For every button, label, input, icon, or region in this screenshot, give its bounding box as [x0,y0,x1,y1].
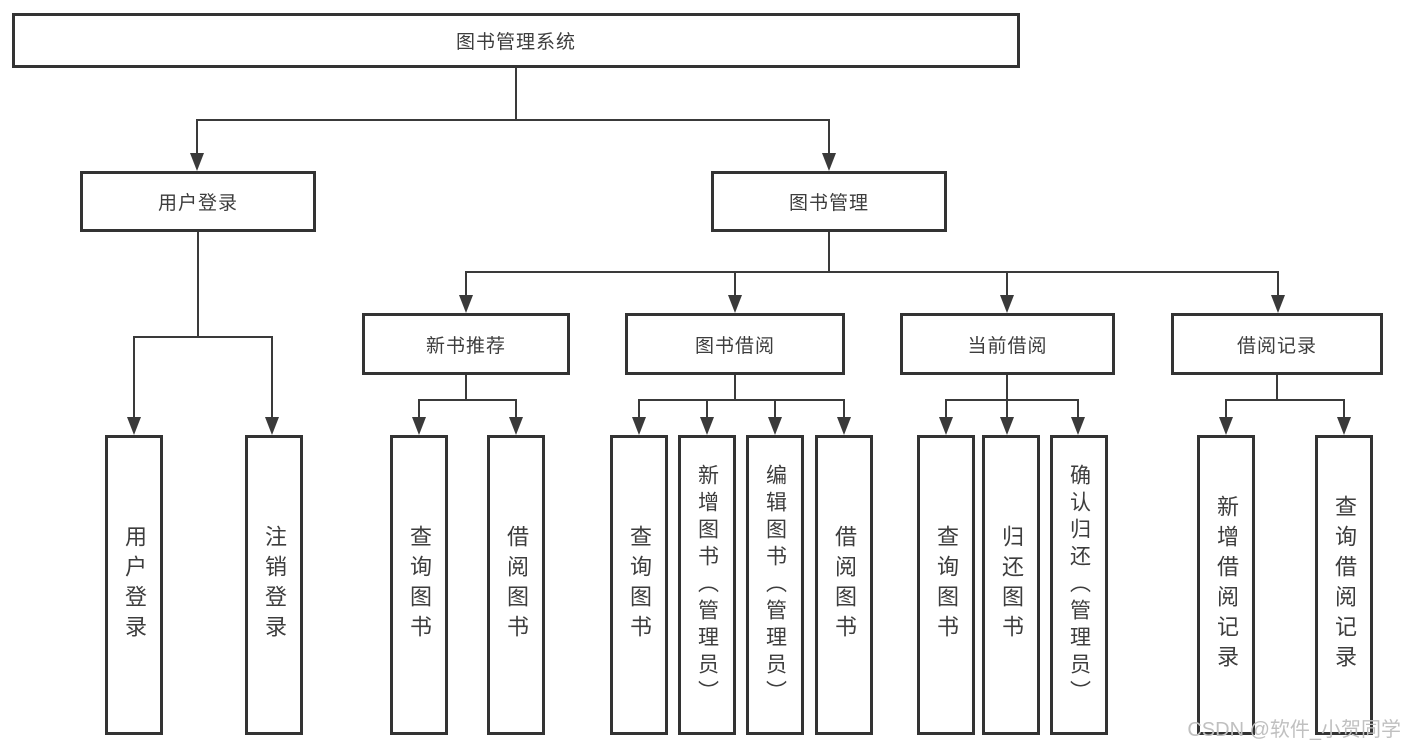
csdn-watermark: CSDN @软件_小贺同学 [1187,719,1401,741]
node-current-borrowing: 当前借阅 [900,313,1115,375]
connector-arrow [1000,295,1014,313]
connector-line [196,119,830,121]
leaf-cb-query-books: 查询图书 [917,435,975,735]
connector-line [1343,399,1345,418]
leaf-bb-borrow-books: 借阅图书 [815,435,873,735]
node-label: 编辑图书（管理员） [763,463,787,707]
connector-line [1225,399,1227,418]
leaf-cb-confirm-return-admin: 确认归还（管理员） [1050,435,1108,735]
connector-line [418,399,517,401]
connector-line [465,271,467,297]
node-label: 用户登录 [122,525,147,645]
connector-line [638,399,640,418]
connector-arrow [1337,417,1351,435]
leaf-logout: 注销登录 [245,435,303,735]
connector-line [418,399,420,418]
connector-line [197,232,199,338]
connector-line [706,399,708,418]
connector-line [271,336,273,418]
connector-arrow [265,417,279,435]
node-label: 借阅记录 [1236,335,1317,357]
node-label: 图书管理 [788,193,869,214]
connector-arrow [939,417,953,435]
node-user-login: 用户登录 [80,171,316,232]
connector-arrow [1071,417,1085,435]
connector-arrow [837,417,851,435]
leaf-user-login: 用户登录 [105,435,163,735]
connector-arrow [1271,295,1285,313]
node-new-book-recommend: 新书推荐 [362,313,570,375]
connector-line [133,336,273,338]
node-borrowing-records: 借阅记录 [1171,313,1383,375]
connector-line [465,271,1279,273]
connector-line [945,399,947,418]
node-label: 当前借阅 [967,335,1048,357]
connector-line [1077,399,1079,418]
connector-line [515,399,517,418]
connector-arrow [822,153,836,171]
node-label: 归还图书 [999,525,1024,645]
node-label: 借阅图书 [832,525,857,645]
node-label: 注销登录 [262,525,287,645]
leaf-nbr-query-books: 查询图书 [390,435,448,735]
node-label: 用户登录 [157,193,238,214]
connector-line [774,399,776,418]
leaf-cb-return-books: 归还图书 [982,435,1040,735]
node-book-borrowing: 图书借阅 [625,313,845,375]
node-book-management: 图书管理 [711,171,947,232]
connector-line [828,119,830,155]
connector-line [465,375,467,401]
connector-line [945,399,1079,401]
connector-line [638,399,845,401]
connector-line [843,399,845,418]
connector-line [828,232,830,272]
connector-line [1006,399,1008,418]
connector-arrow [632,417,646,435]
leaf-br-add-record: 新增借阅记录 [1197,435,1255,735]
leaf-br-query-record: 查询借阅记录 [1315,435,1373,735]
connector-line [1276,375,1278,401]
node-label: 查询借阅记录 [1332,495,1357,675]
connector-arrow [1219,417,1233,435]
connector-line [133,336,135,418]
connector-line [1006,375,1008,401]
node-label: 新增图书（管理员） [695,463,719,707]
node-label: 查询图书 [627,525,652,645]
connector-line [515,68,517,120]
node-label: 确认归还（管理员） [1067,463,1091,707]
connector-arrow [1000,417,1014,435]
connector-arrow [127,417,141,435]
node-label: 图书借阅 [694,335,775,357]
connector-arrow [728,295,742,313]
node-label: 新增借阅记录 [1214,495,1239,675]
leaf-bb-add-books-admin: 新增图书（管理员） [678,435,736,735]
connector-line [734,271,736,297]
node-label: 借阅图书 [504,525,529,645]
connector-arrow [700,417,714,435]
connector-arrow [190,153,204,171]
leaf-bb-query-books: 查询图书 [610,435,668,735]
node-label: 图书管理系统 [455,32,576,53]
connector-line [196,119,198,155]
connector-line [1225,399,1345,401]
node-label: 查询图书 [407,525,432,645]
node-library-system: 图书管理系统 [12,13,1020,68]
leaf-nbr-borrow-books: 借阅图书 [487,435,545,735]
leaf-bb-edit-books-admin: 编辑图书（管理员） [746,435,804,735]
node-label: 新书推荐 [425,335,506,357]
connector-line [734,375,736,401]
connector-arrow [459,295,473,313]
connector-line [1277,271,1279,297]
connector-arrow [509,417,523,435]
connector-arrow [412,417,426,435]
connector-arrow [768,417,782,435]
node-label: 查询图书 [934,525,959,645]
connector-line [1006,271,1008,297]
